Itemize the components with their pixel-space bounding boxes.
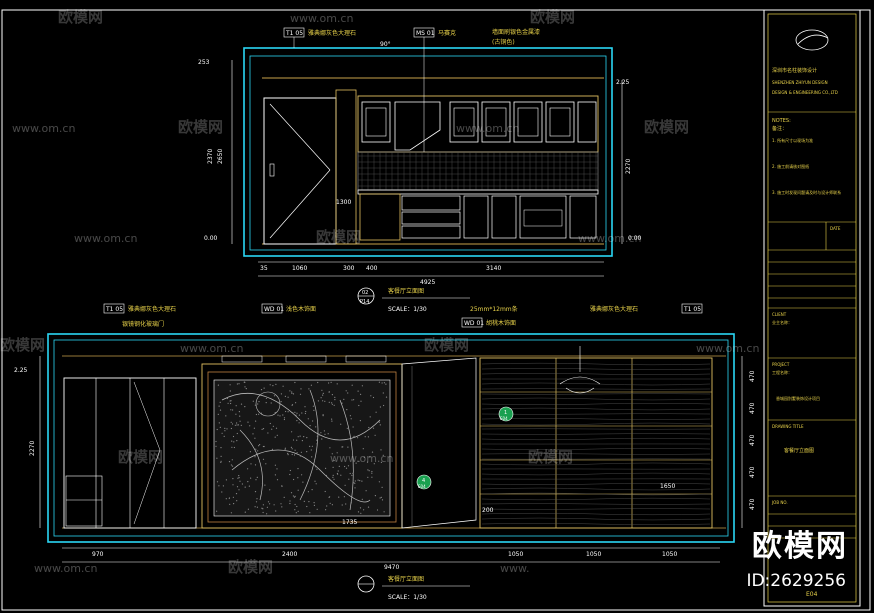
client-head: CLIENT [772,312,787,317]
bottom-note-mirror: 银镜钢化玻璃门 [122,320,164,328]
top-dim-1: 35 [260,265,268,272]
project-name: 香城园别墅装饰设计项目 [776,395,820,401]
top-left-dim-3: 2650 [217,149,224,164]
bottom-left-dim-2: 2270 [29,441,36,456]
bottom-dim-1: 970 [92,551,104,558]
top-note-stone: 雅典娜灰色大理石 [308,29,356,37]
decorative-panel [201,363,403,529]
top-dim-1300: 1300 [336,199,351,206]
bottom-label-t-left: T1 05 [105,306,123,313]
marker-a [498,406,514,422]
bottom-note-left: 雅典娜灰色大理石 [128,305,176,313]
note-3: 3. 施工时发现问题请及时与设计师联系 [772,189,841,195]
title-block: 深圳市名柱装饰设计 SHENZHEN ZHIYUN DESIGN DESIGN … [763,9,861,607]
drawing-name: 客餐厅立面图 [784,447,814,454]
company-name: 深圳市名柱装饰设计 [772,67,817,74]
top-elevation: 35 1060 300 400 3140 4925 253 2370 2650 … [198,27,642,313]
marker-a-sheet: E04 [500,416,508,421]
top-left-dim-2: 2370 [207,149,214,164]
marker-a-num: 1 [504,410,507,416]
bottom-dim-4: 1050 [586,551,601,558]
bottom-note-wood2: 胡桃木饰面 [486,319,516,327]
marker-b-num: 4 [422,478,425,484]
bottom-dim-total: 9470 [384,564,399,571]
bottom-room-outline [47,333,735,543]
top-section-sheet: P14 [360,299,369,305]
bottom-dim-2: 2400 [282,551,297,558]
upper-cabinets [357,95,599,153]
top-left-dim-1: 253 [198,59,210,66]
sheet-border [1,9,871,611]
bottom-label-wd1: WD 01 [264,306,284,313]
top-label-ms: MS 01 [416,30,435,37]
client-cn: 业主名称： [772,319,792,325]
top-right-dim-2: 2270 [625,159,632,174]
top-left-dim-4: 0.00 [204,235,218,242]
lower-cabinets [359,193,597,241]
top-angle: 90° [380,41,391,48]
bottom-dim-1735: 1735 [342,519,357,526]
top-right-dim-1: 2.25 [616,79,630,86]
company-name-en2: DESIGN & ENGINEERING CO.,LTD [772,90,838,95]
top-note-paint2: (古铜色) [492,38,515,46]
notes-head: NOTES: [772,118,791,124]
bottom-note-right: 雅典娜灰色大理石 [590,305,638,313]
bottom-note-strip: 25mm*12mm条 [470,305,518,313]
top-dim-3: 300 [343,265,355,272]
mosaic-backsplash [357,151,599,191]
company-logo [795,29,829,51]
brand-id: ID:2629256 [746,571,846,591]
bottom-label-t-right: T1 05 [683,306,701,313]
bottom-view-title: 客餐厅立面图 [388,575,424,583]
marker-b-sheet: E04 [418,484,426,489]
date-head: DATE [830,226,841,231]
project-cn: 工程名称： [772,369,792,375]
note-2: 2. 施工前请核对图纸 [772,163,809,169]
bottom-dim-200: 200 [482,507,494,514]
top-note-ms: 马赛克 [438,29,456,37]
bottom-right-dim-2: 470 [749,402,756,414]
bottom-left-dim-1: 2.25 [14,367,28,374]
bottom-dim-5: 1050 [662,551,677,558]
brand-logo-text: 欧模网 [752,529,848,564]
top-view-title: 客餐厅立面图 [388,287,424,295]
project-head: PROJECT [772,362,790,367]
bottom-view-scale: SCALE：1/30 [388,594,427,601]
marker-b [416,474,432,490]
top-label-t: T1 05 [285,30,303,37]
bottom-right-dim-4: 470 [749,466,756,478]
top-dim-5: 3140 [486,265,501,272]
top-door [263,97,337,245]
job-head: JOB NO. [771,500,788,505]
bottom-note-wood: 浅色木饰面 [286,305,316,313]
top-note-paint: 墙面刷银色金属漆 [492,28,540,36]
top-section-num: 02 [362,290,368,296]
sheet-no: E04 [806,591,818,598]
bottom-dim-1650: 1650 [660,483,675,490]
note-1: 1. 所有尺寸以现场为准 [772,137,813,143]
top-view-scale: SCALE：1/30 [388,306,427,313]
top-dim-2: 1060 [292,265,307,272]
top-dim-4: 400 [366,265,378,272]
bottom-right-dim-5: 470 [749,498,756,510]
mirror-cabinet [63,377,197,529]
top-right-dim-3: 0.00 [628,235,642,242]
drawing-head: DRAWING TITLE [772,424,804,429]
wood-cabinets [479,346,713,529]
company-name-en: SHENZHEN ZHIYUN DESIGN [772,80,828,85]
top-room-outline [243,47,613,257]
notes-cn: 备注： [772,125,787,132]
bottom-right-dim-3: 470 [749,434,756,446]
top-dim-total: 4925 [420,279,435,286]
bottom-elevation: 1 E04 4 E04 T1 05 雅典娜灰色大理石 银镜钢化玻璃门 WD 01… [14,303,756,601]
bottom-dim-3: 1050 [508,551,523,558]
bottom-right-dim-1: 470 [749,370,756,382]
bottom-label-wd2: WD 01 [464,320,484,327]
